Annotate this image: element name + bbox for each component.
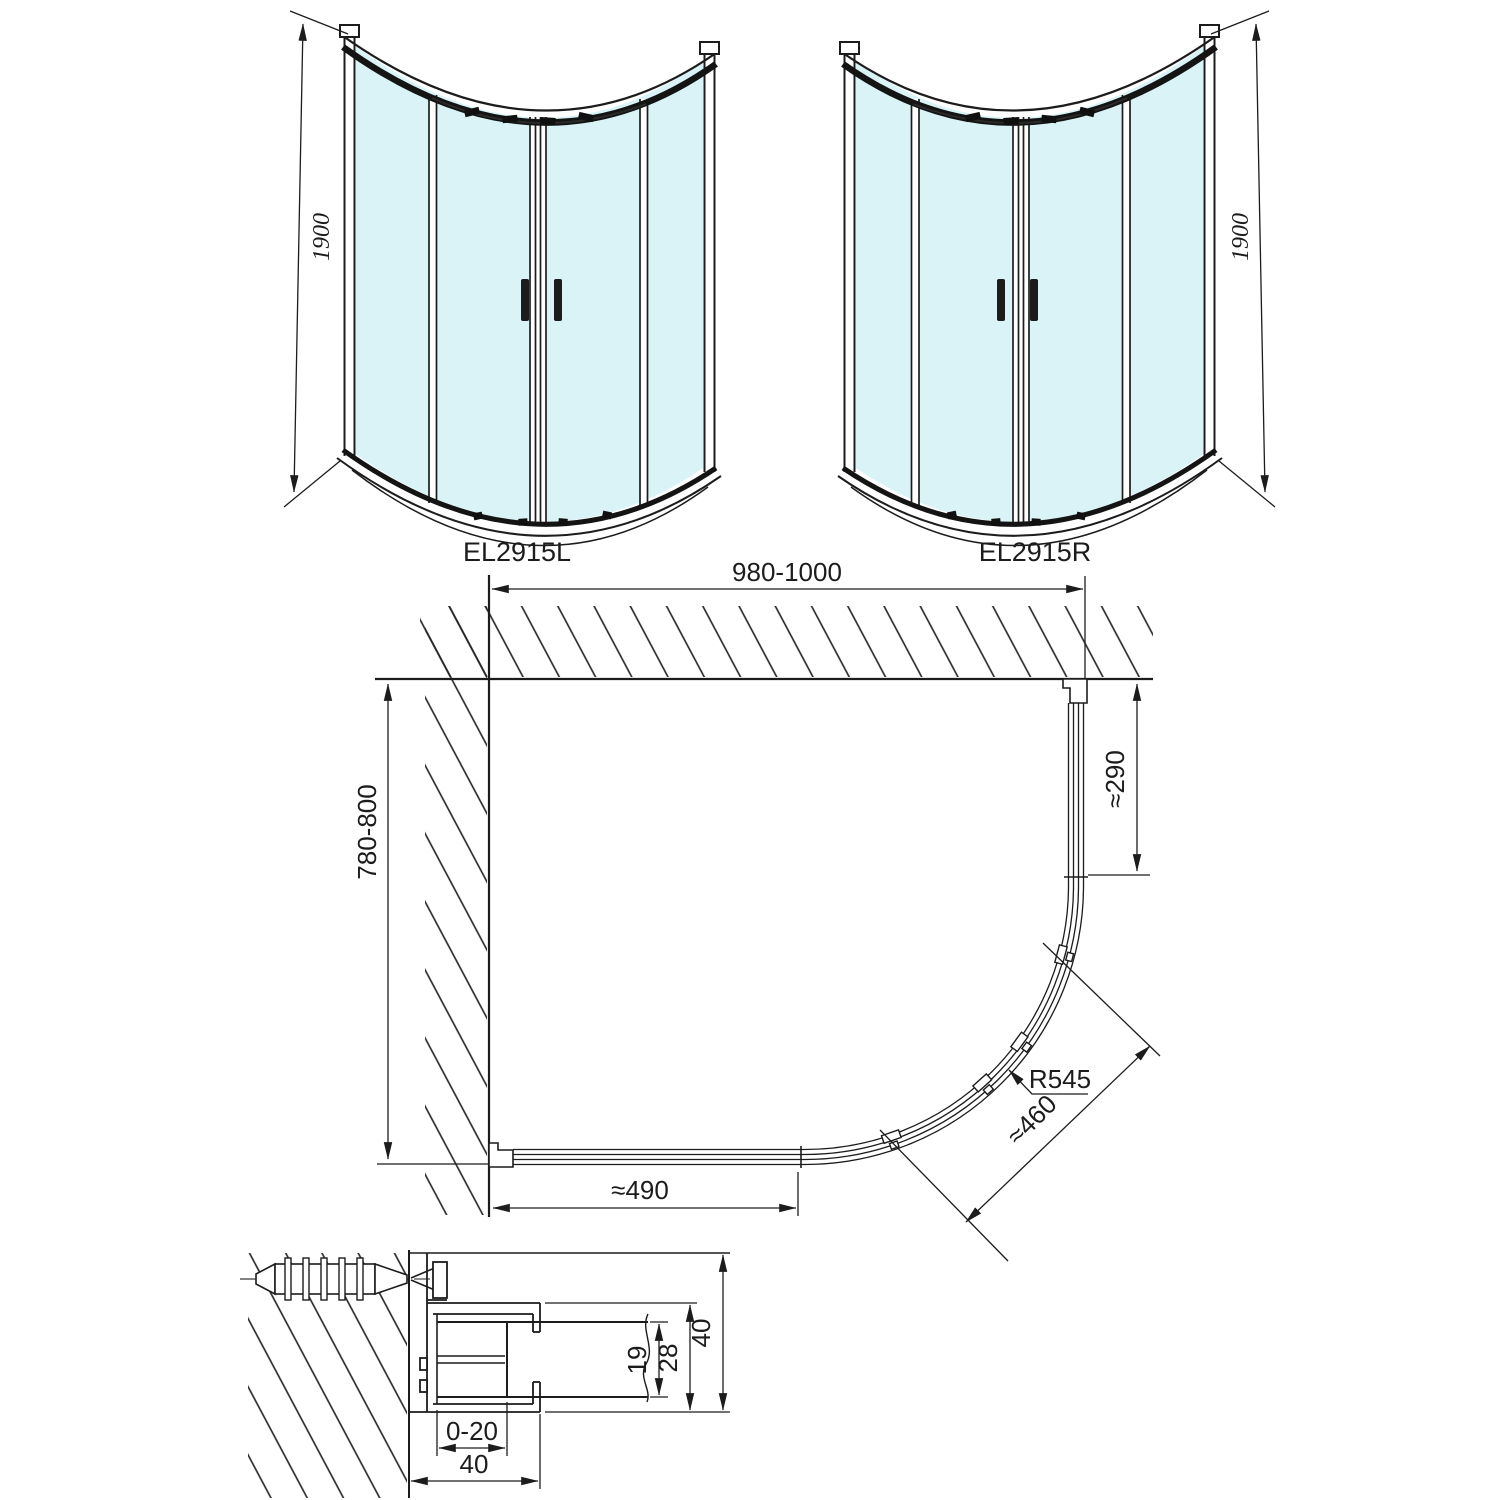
section-detail: 0-20 40 19 28 40 bbox=[240, 1250, 730, 1498]
inner-channel bbox=[436, 1314, 505, 1404]
dimension-profile-inner: 28 bbox=[545, 1302, 730, 1413]
dimension-bottom-offset: ≈490 bbox=[492, 1172, 799, 1216]
dim-profile-depth: 40 bbox=[686, 1319, 716, 1348]
anchor-ribs bbox=[284, 1257, 364, 1301]
dim-radius: R545 bbox=[1029, 1064, 1091, 1094]
wall-anchor bbox=[240, 1257, 438, 1301]
wall-bracket-bottom-left bbox=[488, 1142, 514, 1168]
dimension-width: 980-1000 bbox=[491, 557, 1086, 691]
wall-bracket-top-right bbox=[1062, 678, 1088, 704]
outer-channel bbox=[427, 1302, 541, 1412]
dimension-glass-pocket: 19 bbox=[622, 1321, 668, 1398]
dimension-profile-width: 40 bbox=[410, 1414, 541, 1489]
dimension-entry: ≈460 bbox=[879, 942, 1161, 1262]
front-view-right: 1900 EL2915R bbox=[838, 10, 1276, 567]
glass-section bbox=[437, 1313, 651, 1403]
height-dimension-right: 1900 bbox=[1210, 10, 1276, 508]
dim-entry: ≈460 bbox=[1001, 1089, 1063, 1151]
dim-right-offset: ≈290 bbox=[1100, 750, 1130, 808]
wall-hatching bbox=[420, 606, 1153, 1215]
dim-depth: 780-800 bbox=[352, 784, 382, 879]
dimension-profile-depth: 40 bbox=[686, 1254, 728, 1411]
profile-straight-right bbox=[1067, 703, 1085, 886]
label-front-right: EL2915R bbox=[979, 537, 1092, 567]
front-view-left: 1900 EL2915L bbox=[283, 10, 721, 567]
dim-width: 980-1000 bbox=[732, 557, 842, 587]
dim-height-left: 1900 bbox=[309, 213, 335, 261]
dimension-right-offset: ≈290 bbox=[1088, 683, 1150, 876]
dim-bottom-offset: ≈490 bbox=[611, 1175, 669, 1205]
wall-profile bbox=[409, 1253, 540, 1413]
dimension-radius: R545 bbox=[1008, 1064, 1091, 1095]
dim-adjustment: 0-20 bbox=[446, 1416, 498, 1446]
dim-profile-inner: 28 bbox=[653, 1344, 683, 1373]
dim-profile-width: 40 bbox=[460, 1449, 489, 1479]
height-dimension-left: 1900 bbox=[283, 10, 349, 508]
plan-view: 980-1000 780-800 bbox=[352, 557, 1161, 1262]
label-front-left: EL2915L bbox=[463, 537, 571, 567]
dim-height-right: 1900 bbox=[1228, 213, 1254, 261]
dimension-adjustment: 0-20 bbox=[436, 1402, 508, 1456]
profile-straight-bottom bbox=[513, 1148, 805, 1166]
dim-glass-pocket: 19 bbox=[622, 1346, 652, 1375]
